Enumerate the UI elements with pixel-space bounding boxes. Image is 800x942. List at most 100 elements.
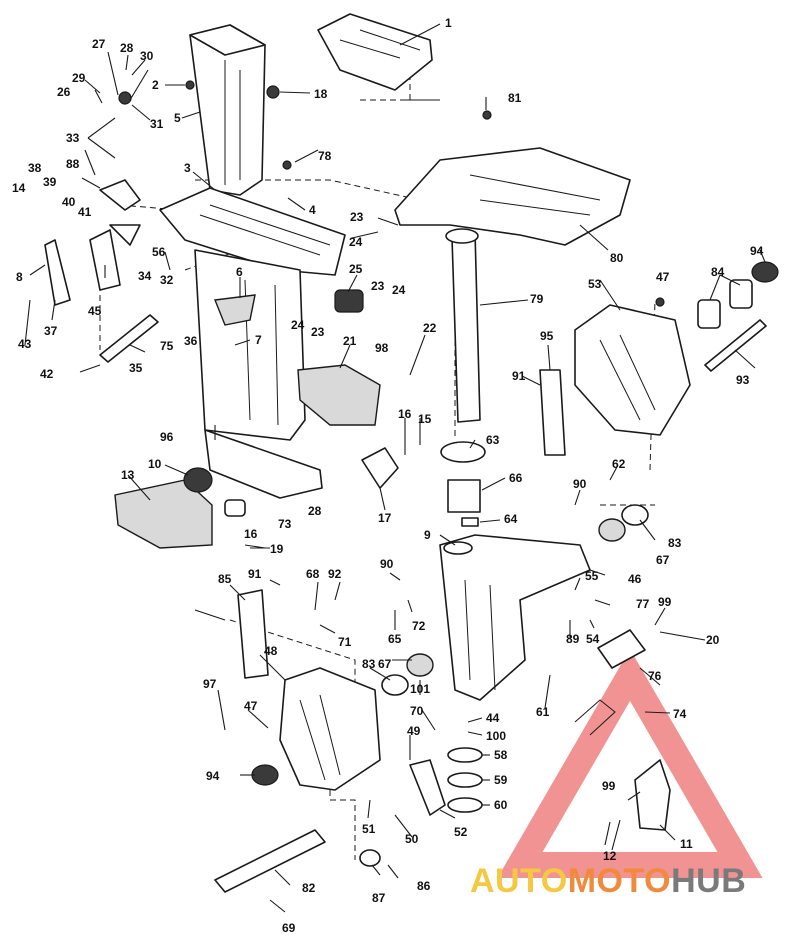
callout-86: 86 <box>417 879 431 893</box>
part-lock-spring <box>574 699 616 736</box>
callout-92: 92 <box>328 567 342 581</box>
callout-numbers: 1 2 3 4 5 6 7 8 9 10 11 12 13 14 15 16 1… <box>12 16 764 935</box>
callout-69: 69 <box>282 921 296 935</box>
callout-71: 71 <box>338 635 352 649</box>
callout-37: 37 <box>44 324 58 338</box>
callout-31: 31 <box>150 117 164 131</box>
watermark-logo: AUTOMOTOHUB <box>470 862 746 900</box>
callout-29: 29 <box>72 71 86 85</box>
callout-24a: 24 <box>349 235 363 249</box>
callout-73: 73 <box>278 517 292 531</box>
part-gasket-plate <box>317 13 433 91</box>
part-stern-bracket-left <box>279 667 381 791</box>
part-washer-83a <box>621 504 649 526</box>
part-transom-bar <box>214 829 326 893</box>
callout-4: 4 <box>309 203 316 217</box>
callout-84: 84 <box>711 265 725 279</box>
part-grommet <box>224 499 246 517</box>
callout-1: 1 <box>445 16 452 30</box>
callout-20: 20 <box>706 633 720 647</box>
callout-95: 95 <box>540 329 554 343</box>
callout-9: 9 <box>424 528 431 542</box>
callout-56: 56 <box>152 245 166 259</box>
callout-27: 27 <box>92 37 106 51</box>
callout-79: 79 <box>530 292 544 306</box>
part-rubber-bumper <box>183 467 213 493</box>
part-washer-83b <box>381 674 409 696</box>
callout-61: 61 <box>536 705 550 719</box>
callout-53: 53 <box>588 277 602 291</box>
callout-17: 17 <box>378 511 392 525</box>
callout-97: 97 <box>203 677 217 691</box>
callout-94a: 94 <box>750 244 764 258</box>
callout-100: 100 <box>486 729 506 743</box>
callout-47b: 47 <box>244 699 258 713</box>
part-ring-58 <box>447 747 483 763</box>
part-tube-bushing-b <box>729 279 753 309</box>
callout-6: 6 <box>236 265 243 279</box>
part-friction-plate <box>89 229 121 291</box>
callout-66: 66 <box>509 471 523 485</box>
callout-75: 75 <box>160 339 174 353</box>
callout-91a: 91 <box>512 369 526 383</box>
callout-39: 39 <box>43 175 57 189</box>
callout-32: 32 <box>160 273 174 287</box>
callout-33: 33 <box>66 131 80 145</box>
callout-55: 55 <box>585 569 599 583</box>
callout-54: 54 <box>586 632 600 646</box>
leader-lines <box>24 23 766 913</box>
part-nut-94b <box>251 764 279 786</box>
callout-77: 77 <box>636 597 650 611</box>
callout-15: 15 <box>418 412 432 426</box>
callout-90a: 90 <box>573 477 587 491</box>
part-bushing-67a <box>598 518 626 542</box>
svg-text:AUTOMOTOHUB: AUTOMOTOHUB <box>470 862 746 900</box>
callout-76: 76 <box>648 669 662 683</box>
part-washer-87 <box>359 849 381 867</box>
callout-50: 50 <box>405 832 419 846</box>
callout-51: 51 <box>362 822 376 836</box>
callout-14: 14 <box>12 181 26 195</box>
callout-13: 13 <box>121 468 135 482</box>
callout-81: 81 <box>508 91 522 105</box>
callout-36: 36 <box>184 334 198 348</box>
callout-87: 87 <box>372 891 386 905</box>
watermark-triangle-outer <box>497 649 763 878</box>
part-tube-nut <box>751 261 779 283</box>
part-rubber-mount <box>334 289 364 313</box>
part-throttle-bracket <box>44 239 71 306</box>
part-throttle-shaft <box>99 314 159 363</box>
part-swivel-bracket <box>394 147 631 246</box>
callout-12: 12 <box>603 849 617 863</box>
callout-44: 44 <box>486 711 500 725</box>
callout-30: 30 <box>140 49 154 63</box>
part-steering-shaft <box>451 231 481 423</box>
callout-99b: 99 <box>602 779 616 793</box>
callout-59: 59 <box>494 773 508 787</box>
callout-11: 11 <box>680 837 693 851</box>
callout-24b: 24 <box>392 283 406 297</box>
part-swivel-housing <box>439 534 591 701</box>
part-throttle-arm <box>109 224 141 246</box>
callout-28a: 28 <box>120 41 134 55</box>
callout-42: 42 <box>40 367 54 381</box>
watermark-moto: MOTO <box>568 862 671 900</box>
watermark-hub: HUB <box>671 862 746 900</box>
callout-35: 35 <box>129 361 143 375</box>
callout-22: 22 <box>423 321 437 335</box>
callout-18: 18 <box>314 87 328 101</box>
callout-2: 2 <box>152 78 159 92</box>
callout-60: 60 <box>494 798 508 812</box>
callout-90b: 90 <box>380 557 394 571</box>
callout-74: 74 <box>673 707 687 721</box>
callout-16a: 16 <box>398 407 412 421</box>
callout-19: 19 <box>270 542 284 556</box>
callout-82: 82 <box>302 881 316 895</box>
part-shim <box>461 517 479 527</box>
callout-24c: 24 <box>291 318 305 332</box>
part-tilt-lever <box>539 369 566 456</box>
part-lock-plate <box>634 759 671 831</box>
part-bushing-67b <box>406 653 434 677</box>
callout-23a: 23 <box>350 210 364 224</box>
